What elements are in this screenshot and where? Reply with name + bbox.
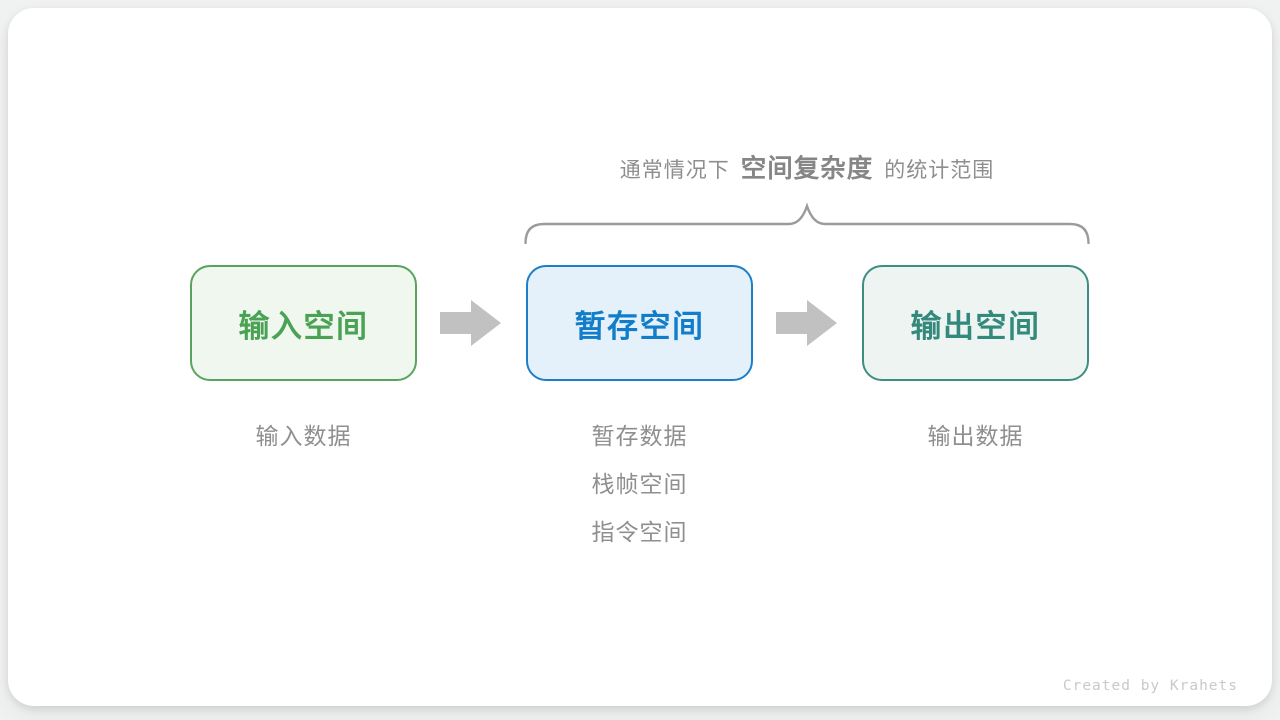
output-space-label: 输出空间 — [910, 308, 1041, 344]
sublabel: 指令空间 — [591, 519, 688, 545]
annotation-suffix: 的统计范围 — [884, 159, 995, 182]
diagram-card: 通常情况下 空间复杂度 的统计范围 输入空间 暂存空间 输出空间 输入数据 暂存… — [8, 8, 1272, 706]
output-space-sublabels: 输出数据 — [862, 412, 1089, 460]
arrow-right-icon — [440, 300, 501, 346]
temp-space-sublabels: 暂存数据 栈帧空间 指令空间 — [526, 412, 753, 556]
output-space-box: 输出空间 — [862, 265, 1089, 381]
temp-space-box: 暂存空间 — [526, 265, 753, 381]
annotation-highlight: 空间复杂度 — [740, 155, 874, 183]
scope-annotation: 通常情况下 空间复杂度 的统计范围 — [524, 148, 1090, 185]
curly-brace — [524, 202, 1090, 244]
input-space-box: 输入空间 — [190, 265, 417, 381]
annotation-prefix: 通常情况下 — [619, 159, 730, 182]
sublabel: 输入数据 — [255, 423, 352, 449]
sublabel: 栈帧空间 — [591, 471, 688, 497]
input-space-sublabels: 输入数据 — [190, 412, 417, 460]
credit-text: Created by Krahets — [1062, 678, 1238, 694]
sublabel: 暂存数据 — [591, 423, 688, 449]
temp-space-label: 暂存空间 — [574, 308, 705, 344]
arrow-right-icon — [776, 300, 837, 346]
sublabel: 输出数据 — [927, 423, 1024, 449]
input-space-label: 输入空间 — [238, 308, 369, 344]
